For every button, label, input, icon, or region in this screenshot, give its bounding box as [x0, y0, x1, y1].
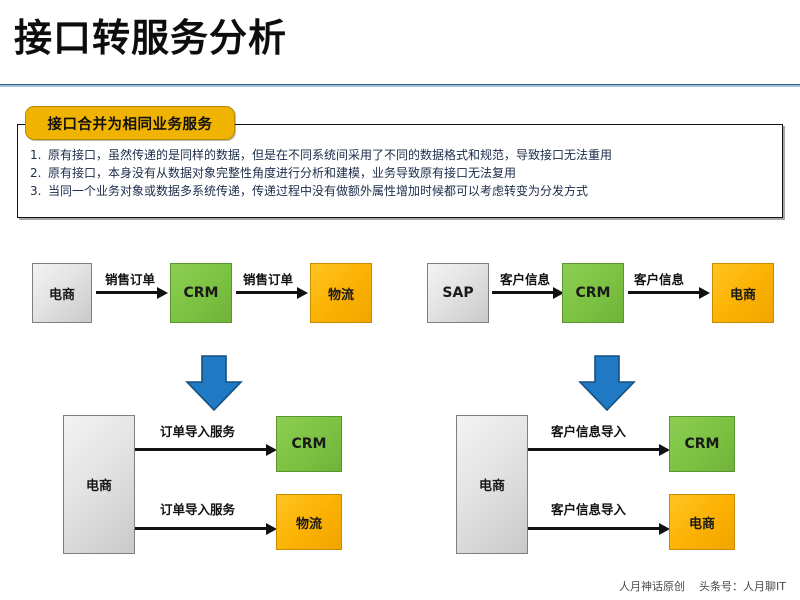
- arrow-label-bottom-left-2: 订单导入服务: [160, 502, 236, 517]
- section-badge: 接口合并为相同业务服务: [25, 106, 235, 140]
- arrow-label-bottom-right-2: 客户信息导入: [551, 502, 627, 517]
- node-bottom-right-target-1: CRM: [669, 416, 735, 472]
- node-top-left-source: 电商: [32, 263, 92, 323]
- footer: 人月神话原创头条号：人月聊IT: [619, 578, 786, 594]
- footer-channel: 头条号：人月聊IT: [699, 580, 786, 593]
- list-item-number: 1.: [30, 148, 42, 162]
- node-bottom-left-source: 电商: [63, 415, 135, 554]
- list-item-number: 2.: [30, 166, 42, 180]
- list-item: 1. 原有接口，虽然传递的是同样的数据，但是在不同系统间采用了不同的数据格式和规范…: [30, 146, 775, 164]
- list-item-text: 原有接口，虽然传递的是同样的数据，但是在不同系统间采用了不同的数据格式和规范，导…: [48, 148, 613, 162]
- arrow-label-top-right-2: 客户信息: [634, 272, 685, 287]
- list-item-text: 原有接口，本身没有从数据对象完整性角度进行分析和建模，业务导致原有接口无法复用: [48, 166, 517, 180]
- down-arrow-icon: [185, 355, 243, 411]
- node-bottom-right-source: 电商: [456, 415, 528, 554]
- node-bottom-left-target-2: 物流: [276, 494, 342, 550]
- arrow-top-right-1: [492, 287, 564, 299]
- arrow-bottom-left-1: [135, 444, 277, 456]
- node-top-right-mid: CRM: [562, 263, 624, 323]
- down-arrow-icon: [578, 355, 636, 411]
- list-item: 2. 原有接口，本身没有从数据对象完整性角度进行分析和建模，业务导致原有接口无法复…: [30, 164, 775, 182]
- list-item: 3. 当同一个业务对象或数据多系统传递，传递过程中没有做额外属性增加时候都可以考虑…: [30, 182, 775, 200]
- node-top-left-target: 物流: [310, 263, 372, 323]
- node-bottom-right-target-2: 电商: [669, 494, 735, 550]
- title-divider: [0, 84, 800, 87]
- node-top-left-mid: CRM: [170, 263, 232, 323]
- node-bottom-left-target-1: CRM: [276, 416, 342, 472]
- node-top-right-source: SAP: [427, 263, 489, 323]
- node-top-right-target: 电商: [712, 263, 774, 323]
- arrow-label-bottom-left-1: 订单导入服务: [160, 424, 236, 439]
- arrow-top-left-2: [236, 287, 308, 299]
- arrow-label-top-left-1: 销售订单: [105, 272, 156, 287]
- page-title: 接口转服务分析: [14, 16, 288, 60]
- arrow-label-top-left-2: 销售订单: [243, 272, 294, 287]
- arrow-bottom-left-2: [135, 523, 277, 535]
- arrow-bottom-right-1: [528, 444, 670, 456]
- arrow-label-top-right-1: 客户信息: [500, 272, 551, 287]
- arrow-top-right-2: [628, 287, 710, 299]
- footer-origin: 人月神话原创: [619, 580, 686, 593]
- arrow-top-left-1: [96, 287, 168, 299]
- bullet-list: 1. 原有接口，虽然传递的是同样的数据，但是在不同系统间采用了不同的数据格式和规范…: [30, 146, 775, 200]
- arrow-label-bottom-right-1: 客户信息导入: [551, 424, 627, 439]
- list-item-text: 当同一个业务对象或数据多系统传递，传递过程中没有做额外属性增加时候都可以考虑转变…: [48, 184, 589, 198]
- list-item-number: 3.: [30, 184, 42, 198]
- arrow-bottom-right-2: [528, 523, 670, 535]
